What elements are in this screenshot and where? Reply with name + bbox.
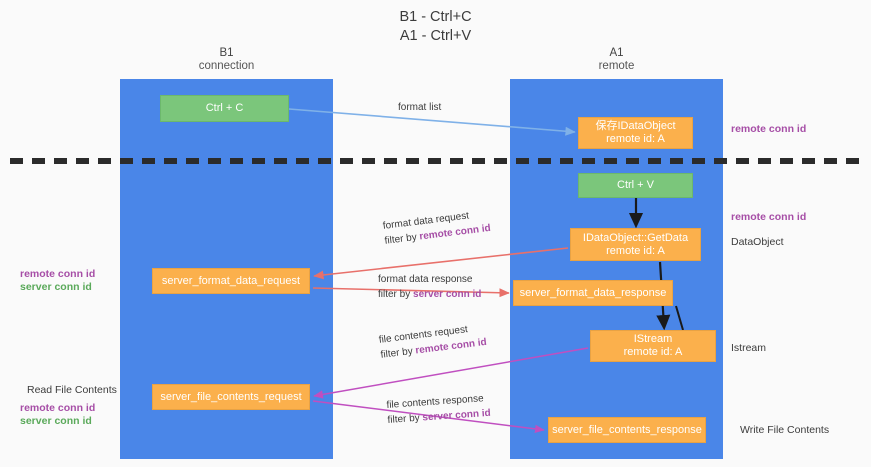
node-server-format-data-request[interactable]: server_format_data_request (152, 268, 310, 294)
annotation-left-remote-conn-id-bottom: remote conn id (20, 402, 96, 414)
annotation-left-conn-ids-top: remote conn id server conn id (20, 268, 95, 294)
edge-label-format-data-request: format data request filter by remote con… (382, 206, 492, 249)
node-ctrl-c-label: Ctrl + C (205, 102, 244, 114)
node-server-format-data-response[interactable]: server_format_data_response (513, 280, 673, 306)
annotation-right-remote-conn-id-top: remote conn id (731, 123, 807, 135)
node-istream[interactable]: IStream remote id: A (590, 330, 716, 362)
annotation-left-server-conn-id-bottom: server conn id (20, 415, 92, 427)
edge-label-format-data-response: format data response filter by server co… (378, 272, 481, 302)
lane-header-a1: A1 remote (510, 47, 723, 73)
filter-key-server-conn-id: server conn id (413, 289, 482, 300)
annotation-right-write-file-contents: Write File Contents (740, 424, 830, 436)
edge-label-format-list: format list (398, 100, 441, 115)
annotation-right-dataobject: DataObject (731, 236, 784, 248)
node-idataobject-getdata[interactable]: IDataObject::GetData remote id: A (570, 228, 701, 261)
node-server-file-contents-response[interactable]: server_file_contents_response (548, 417, 706, 443)
filter-prefix: filter by (378, 289, 414, 300)
node-server-file-contents-request-label: server_file_contents_request (160, 390, 302, 403)
node-save-idataobject-sublabel: remote id: A (606, 133, 665, 145)
node-server-file-contents-request[interactable]: server_file_contents_request (152, 384, 310, 410)
edge-label-format-list-text: format list (398, 102, 442, 113)
lane-header-b1-subtitle: connection (198, 60, 255, 72)
node-istream-sublabel: remote id: A (623, 346, 683, 358)
node-server-file-contents-response-label: server_file_contents_response (552, 423, 702, 436)
lane-header-b1: B1 connection (120, 47, 333, 73)
node-istream-label: IStream (633, 333, 673, 345)
filter-key-server-conn-id: server conn id (422, 407, 492, 424)
node-save-idataobject-label: 保存IDataObject (595, 120, 676, 132)
annotation-right-istream: Istream (731, 342, 767, 354)
page-title: B1 - Ctrl+C A1 - Ctrl+V (0, 8, 871, 46)
annotation-right-remote-conn-id-mid: remote conn id (731, 211, 807, 223)
lane-header-b1-title: B1 (219, 47, 234, 59)
node-save-idataobject[interactable]: 保存IDataObject remote id: A (578, 117, 693, 149)
annotation-left-conn-ids-bottom: remote conn id server conn id (20, 402, 95, 428)
annotation-left-remote-conn-id-top: remote conn id (20, 268, 96, 280)
node-idataobject-getdata-sublabel: remote id: A (606, 244, 665, 257)
phase-separator (10, 158, 861, 164)
lane-header-a1-title: A1 (609, 47, 624, 59)
edge-label-format-data-response-text: format data response (378, 274, 473, 285)
title-line-2: A1 - Ctrl+V (399, 28, 472, 44)
filter-prefix: filter by (384, 231, 421, 247)
annotation-left-server-conn-id-top: server conn id (20, 281, 92, 293)
edge-label-format-data-response-filter: filter by server conn id (378, 287, 481, 302)
node-ctrl-v[interactable]: Ctrl + V (578, 173, 693, 198)
node-idataobject-getdata-label: IDataObject::GetData (582, 231, 689, 244)
filter-prefix: filter by (387, 412, 423, 426)
node-server-format-data-request-label: server_format_data_request (161, 274, 301, 287)
edge-label-file-contents-request: file contents request filter by remote c… (378, 320, 488, 363)
title-line-1: B1 - Ctrl+C (399, 9, 472, 25)
node-ctrl-c[interactable]: Ctrl + C (160, 95, 289, 122)
filter-prefix: filter by (380, 345, 417, 361)
node-server-format-data-response-label: server_format_data_response (519, 286, 667, 299)
edge-label-file-contents-response: file contents response filter by server … (386, 391, 491, 428)
annotation-left-read-file-contents: Read File Contents (27, 384, 117, 396)
lane-header-a1-subtitle: remote (598, 60, 635, 72)
node-ctrl-v-label: Ctrl + V (617, 179, 654, 191)
